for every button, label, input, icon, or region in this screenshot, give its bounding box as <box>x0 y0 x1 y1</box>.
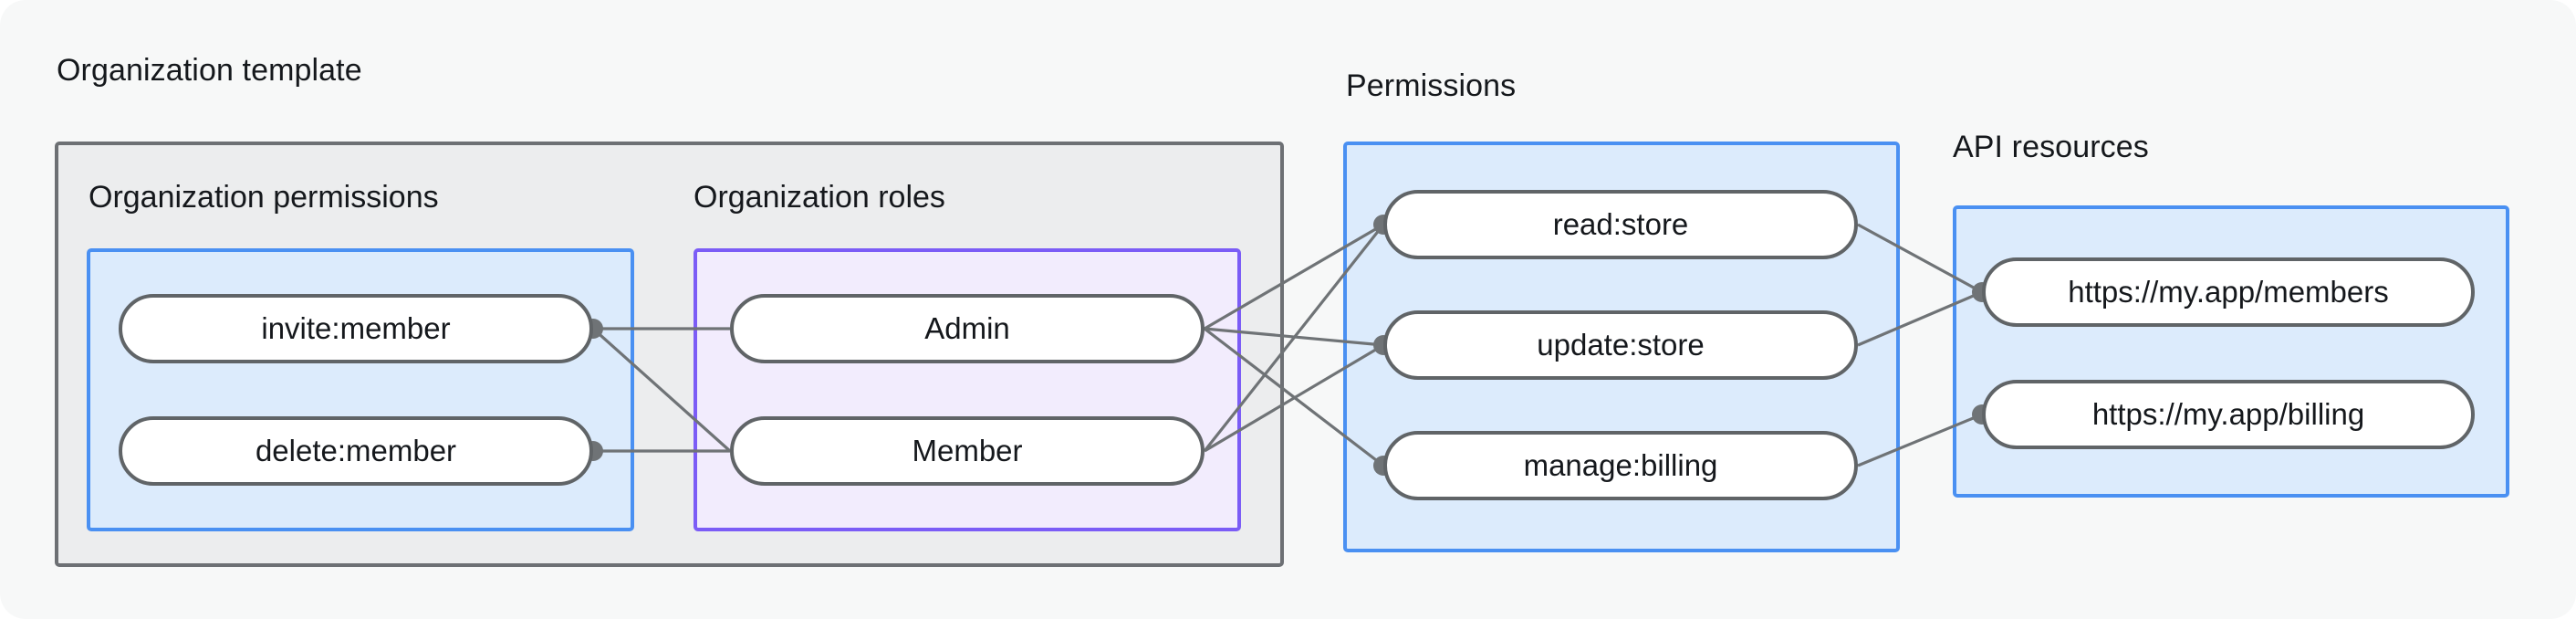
caption-organization-template: Organization template <box>57 53 362 88</box>
node-update-store[interactable]: update:store <box>1383 310 1858 380</box>
node-invite-member[interactable]: invite:member <box>119 294 593 363</box>
node-read-store[interactable]: read:store <box>1383 190 1858 259</box>
section-title-organization-permissions: Organization permissions <box>89 180 439 215</box>
organization-permissions-container <box>87 248 634 531</box>
node-admin[interactable]: Admin <box>730 294 1205 363</box>
node-manage-billing[interactable]: manage:billing <box>1383 431 1858 500</box>
caption-api-resources: API resources <box>1953 130 2149 164</box>
node-delete-member[interactable]: delete:member <box>119 416 593 486</box>
organization-roles-container <box>694 248 1241 531</box>
section-title-organization-roles: Organization roles <box>694 180 945 215</box>
api-resources-container <box>1953 205 2509 498</box>
node-members-url[interactable]: https://my.app/members <box>1982 257 2475 327</box>
caption-permissions: Permissions <box>1346 68 1517 103</box>
node-member[interactable]: Member <box>730 416 1205 486</box>
node-billing-url[interactable]: https://my.app/billing <box>1982 380 2475 449</box>
